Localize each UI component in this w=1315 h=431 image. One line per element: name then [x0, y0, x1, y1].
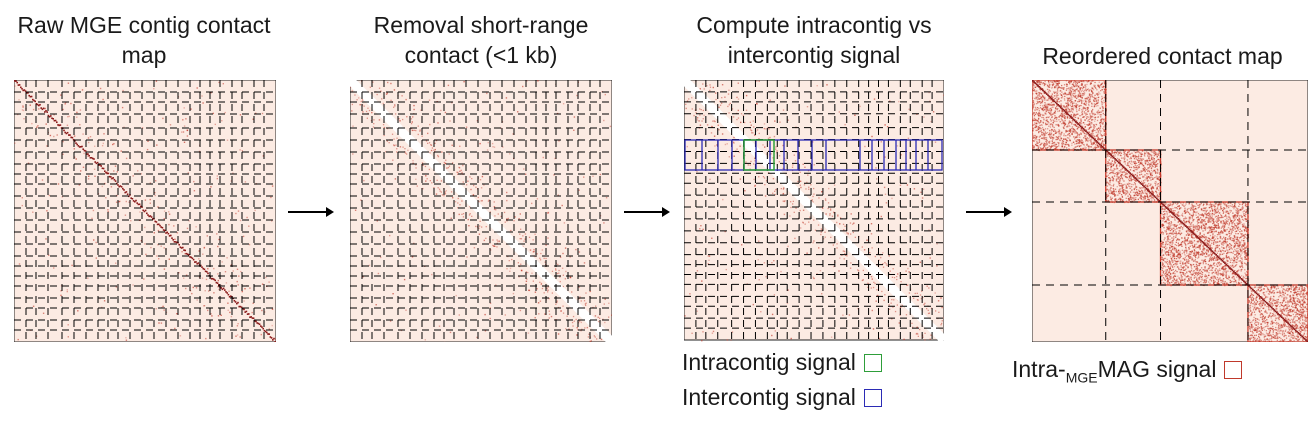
- arrow-right-icon: [288, 207, 334, 217]
- legend-intra-prefix: Intra-: [1012, 356, 1066, 382]
- title-reordered-map: Reordered contact map: [1042, 43, 1283, 69]
- legend-intercontig: Intercontig signal: [682, 382, 882, 412]
- raw-contact-map: [14, 80, 276, 342]
- legend-intra-sub: MGE: [1065, 369, 1098, 386]
- legend-intracontig: Intracontig signal: [682, 347, 882, 377]
- arrow-right-icon: [966, 207, 1012, 217]
- legend-intra-suffix: MAG signal: [1097, 356, 1217, 382]
- signal-contact-map: [684, 80, 944, 342]
- red-box-icon: [1224, 361, 1243, 379]
- legend-intercontig-label: Intercontig signal: [682, 384, 856, 410]
- arrow-right-icon: [624, 207, 670, 217]
- blue-box-icon: [863, 389, 882, 407]
- legend-intra-mge-mag: Intra-MGEMAG signal: [1012, 354, 1243, 393]
- legend-intracontig-label: Intracontig signal: [682, 349, 856, 375]
- reordered-contact-map: [1032, 80, 1308, 342]
- short-range-removed-map: [350, 80, 612, 342]
- title-raw-map: Raw MGE contig contact map: [17, 12, 271, 68]
- title-compute-signal: Compute intracontig vs intercontig signa…: [696, 12, 932, 68]
- title-removal: Removal short-range contact (<1 kb): [373, 12, 589, 68]
- green-box-icon: [863, 354, 882, 372]
